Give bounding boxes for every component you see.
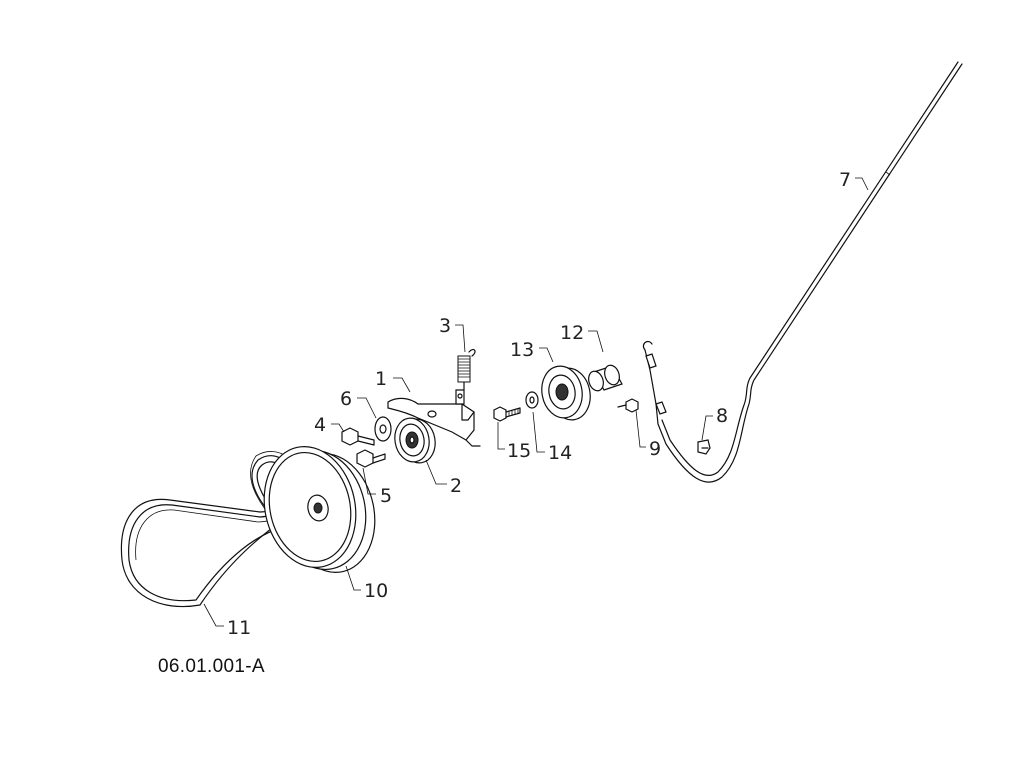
callout-12: 12	[560, 322, 584, 344]
leader-lines	[203, 177, 869, 627]
eye-bolt-9	[617, 398, 639, 413]
bolt-5	[356, 449, 386, 468]
callout-6: 6	[340, 388, 352, 410]
bolt-4	[341, 427, 375, 446]
bushing-12	[588, 364, 623, 392]
idler-pulley-2	[394, 417, 436, 464]
washer-14	[525, 391, 539, 409]
idler-bracket-1	[387, 389, 481, 447]
diagram-id-code: 06.01.001-A	[158, 656, 265, 677]
bolt-15	[493, 406, 521, 422]
callout-1: 1	[375, 368, 387, 390]
bearing-pulley-13	[541, 365, 591, 421]
callout-13: 13	[510, 339, 534, 361]
washer-6	[374, 416, 392, 442]
cable-clip-8	[697, 439, 711, 455]
callout-15: 15	[507, 440, 531, 462]
callout-14: 14	[548, 442, 572, 464]
callout-4: 4	[314, 414, 326, 436]
callout-10: 10	[364, 580, 388, 602]
callout-5: 5	[380, 485, 392, 507]
callout-2: 2	[450, 475, 462, 497]
callout-11: 11	[227, 617, 251, 639]
control-cable-7	[642, 61, 963, 483]
callout-8: 8	[716, 405, 728, 427]
callout-3: 3	[439, 315, 451, 337]
drive-pulley	[263, 446, 376, 573]
callout-9: 9	[649, 438, 661, 460]
callout-7: 7	[839, 169, 851, 191]
spring-3	[457, 348, 476, 391]
